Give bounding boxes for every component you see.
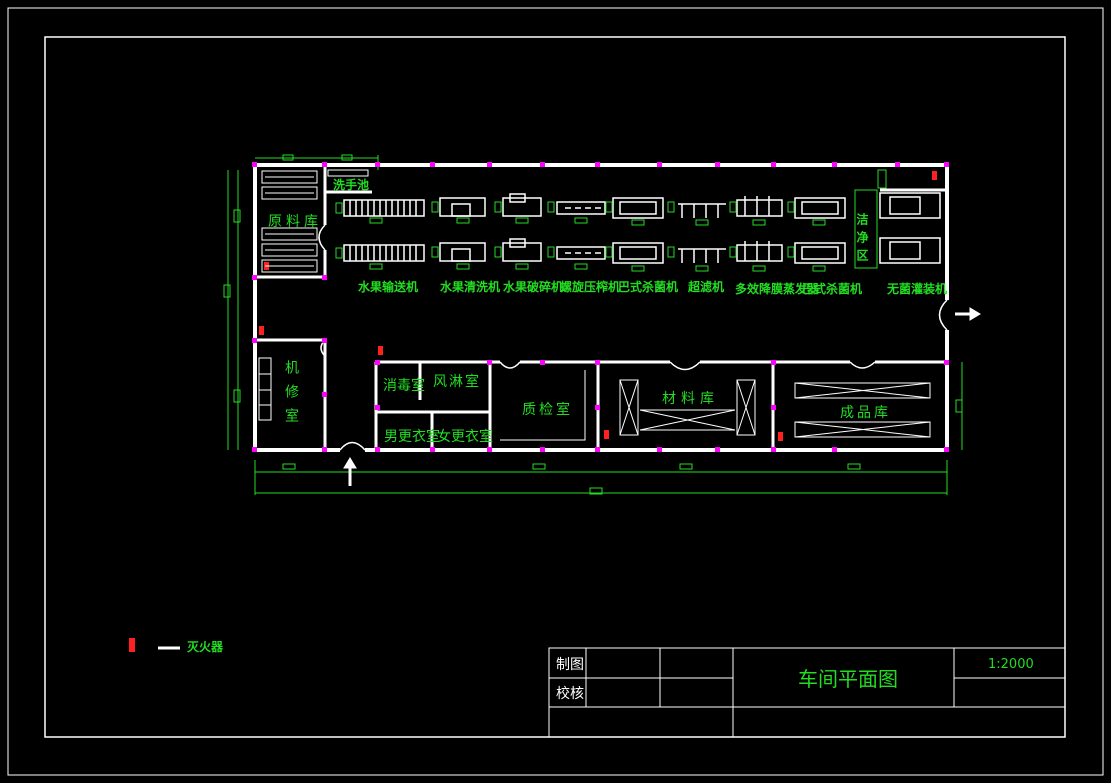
room-air-shower: 风淋室 bbox=[433, 373, 481, 390]
room-male-locker: 男更衣室 bbox=[384, 428, 440, 445]
entrance-arrowhead bbox=[343, 457, 357, 469]
flow-arrows bbox=[343, 307, 981, 486]
extinguisher-icon bbox=[378, 346, 383, 355]
room-materials: 材料库 bbox=[662, 391, 719, 407]
extinguisher-icon bbox=[932, 171, 937, 180]
checked-by-label: 校核 bbox=[556, 685, 584, 702]
machine-label: 无菌灌装机 bbox=[886, 281, 947, 296]
equipment-row-upper bbox=[343, 192, 941, 219]
room-repair: 机修室 bbox=[283, 360, 299, 432]
room-clean-zone: 洁净区 bbox=[855, 212, 869, 267]
equipment-supports bbox=[335, 169, 887, 272]
drawing-frame bbox=[44, 36, 1066, 738]
room-female-locker: 女更衣室 bbox=[437, 428, 493, 445]
outer-walls bbox=[253, 163, 949, 452]
title-block: 制图 校核 车间平面图 1:2000 bbox=[548, 647, 1066, 738]
raw-material-racks bbox=[261, 169, 369, 273]
machine-label: 水果输送机 bbox=[358, 279, 418, 294]
extinguisher-icon bbox=[129, 638, 135, 652]
machine-label: 水果清洗机 bbox=[440, 279, 500, 294]
outer-border bbox=[7, 7, 1104, 776]
column-markers bbox=[252, 162, 949, 452]
room-disinfect: 消毒室 bbox=[383, 377, 425, 394]
extinguisher-icon bbox=[604, 430, 609, 439]
room-quality-check: 质检室 bbox=[522, 401, 573, 418]
room-finished-goods: 成品库 bbox=[840, 405, 891, 421]
machine-label: 多效降膜蒸发器 bbox=[735, 281, 820, 296]
drawing-title: 车间平面图 bbox=[798, 667, 898, 691]
doors bbox=[318, 224, 948, 451]
extinguisher-icon bbox=[259, 326, 264, 335]
drawn-by-label: 制图 bbox=[556, 657, 584, 673]
machine-label: 超滤机 bbox=[687, 279, 724, 294]
room-wash-pool: 洗手池 bbox=[333, 177, 369, 192]
room-raw-material: 原料库 bbox=[268, 214, 322, 230]
legend-extinguisher-label: 灭火器 bbox=[186, 640, 224, 654]
machine-label: 巴式杀菌机 bbox=[802, 281, 862, 296]
extinguisher-icon bbox=[778, 432, 783, 441]
exit-arrowhead bbox=[969, 307, 981, 321]
repair-shelves bbox=[258, 357, 272, 421]
machine-label: 巴式杀菌机 bbox=[618, 279, 678, 294]
machine-label: 螺旋压榨机 bbox=[560, 279, 620, 294]
room-labels: 原料库 洗手池 洁净区 机修室 消毒室 风淋室 男更衣室 女更衣室 质检室 材料… bbox=[268, 177, 891, 445]
legend: 灭火器 bbox=[129, 638, 224, 654]
storage-racks bbox=[500, 370, 931, 441]
equipment-row-lower bbox=[343, 237, 941, 264]
machine-labels: 水果输送机 水果清洗机 水果破碎机 螺旋压榨机 巴式杀菌机 超滤机 多效降膜蒸发… bbox=[358, 279, 947, 296]
drawing-scale: 1:2000 bbox=[988, 657, 1034, 672]
machine-label: 水果破碎机 bbox=[503, 279, 563, 294]
dimension-lines bbox=[223, 154, 963, 495]
